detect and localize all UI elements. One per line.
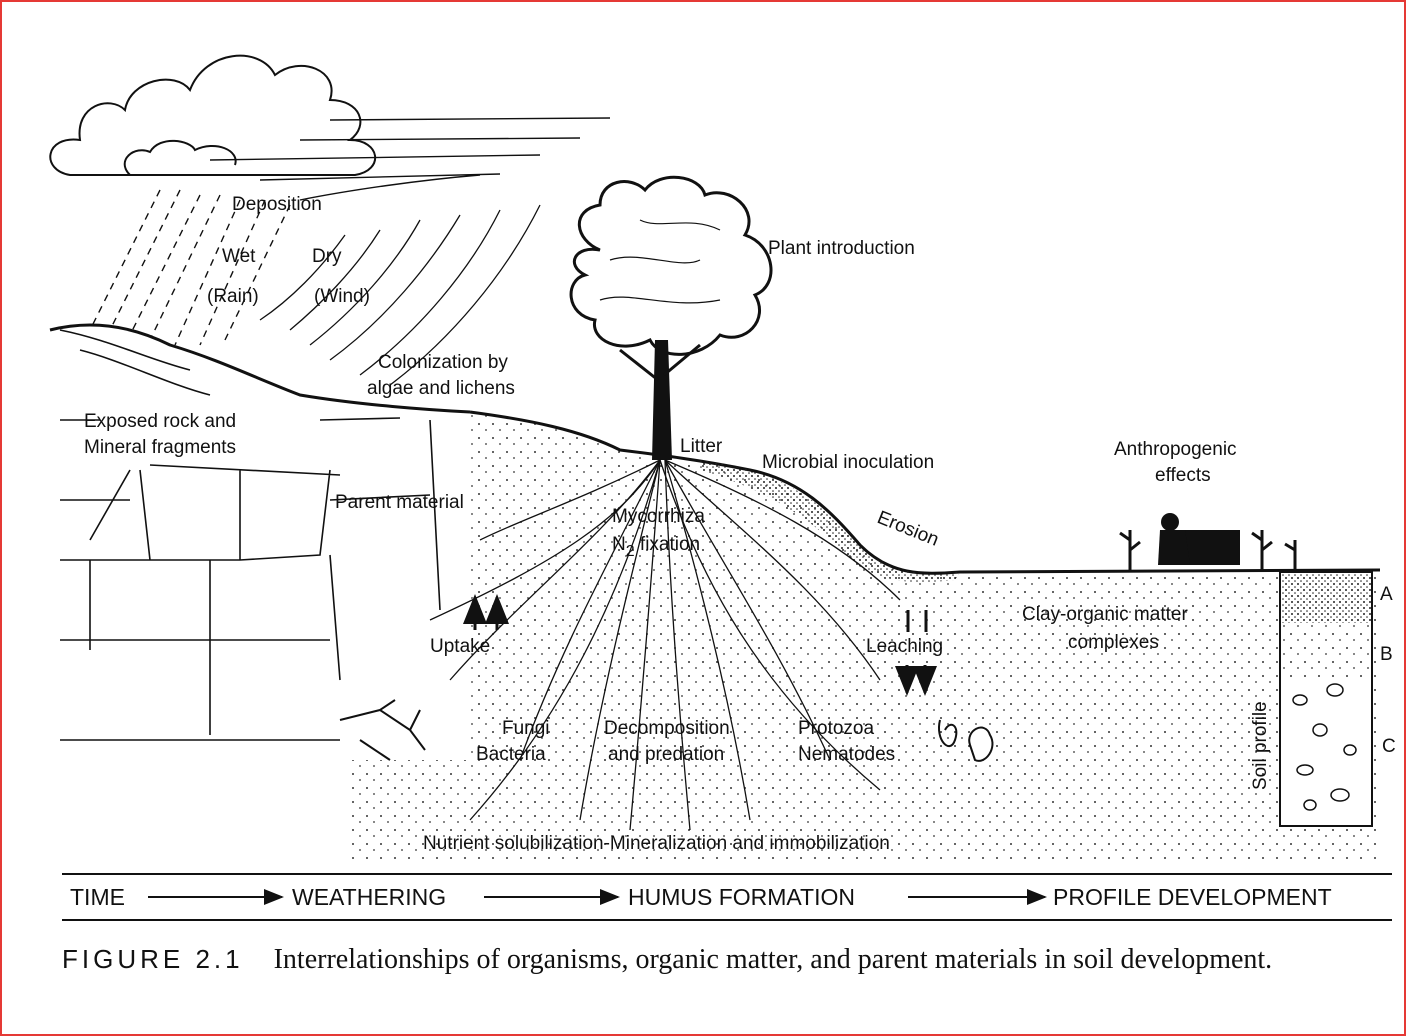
label-nematodes: Nematodes (798, 744, 895, 765)
label-litter: Litter (680, 436, 723, 457)
timeline-time: TIME (70, 884, 125, 910)
label-uptake: Uptake (430, 636, 490, 657)
tractor-icon (1158, 513, 1240, 565)
label-horizon-a: A (1380, 584, 1393, 605)
label-wind: (Wind) (314, 286, 370, 307)
label-clay-organic-1: Clay-organic matter (1022, 604, 1188, 625)
timeline-profile-development: PROFILE DEVELOPMENT (1053, 884, 1332, 910)
label-decomposition-1: Decomposition (604, 718, 730, 739)
caption-text: Interrelationships of organisms, organic… (274, 944, 1273, 975)
figure-caption: FIGURE 2.1 Interrelationships of organism… (62, 940, 1382, 983)
cloud-icon (50, 56, 375, 175)
label-exposed-rock-1: Exposed rock and (84, 411, 236, 432)
protozoa-icon (969, 728, 992, 761)
label-decomposition-2: and predation (608, 744, 724, 765)
label-horizon-b: B (1380, 644, 1393, 665)
label-dry: Dry (312, 246, 342, 267)
label-anthropogenic-1: Anthropogenic (1114, 439, 1237, 460)
soil-body (350, 412, 1380, 860)
soil-profile-column (1280, 572, 1372, 826)
label-bacteria: Bacteria (476, 744, 546, 765)
label-colonization-2: algae and lichens (367, 378, 515, 399)
timeline-weathering: WEATHERING (292, 884, 446, 910)
label-leaching: Leaching (866, 636, 943, 657)
label-rain: (Rain) (207, 286, 259, 307)
label-horizon-c: C (1382, 736, 1396, 757)
label-mycorrhiza: Mycorrhiza (612, 506, 705, 527)
label-exposed-rock-2: Mineral fragments (84, 437, 236, 458)
label-colonization-1: Colonization by (378, 352, 508, 373)
label-microbial-inoculation: Microbial inoculation (762, 452, 934, 473)
label-soil-profile: Soil profile (1250, 701, 1271, 790)
label-nutrient: Nutrient solubilization-Mineralization a… (423, 833, 890, 854)
label-fungi: Fungi (502, 718, 550, 739)
label-parent-material: Parent material (335, 492, 464, 513)
label-plant-introduction: Plant introduction (768, 238, 915, 259)
timeline-humus-formation: HUMUS FORMATION (628, 884, 855, 910)
label-wet: Wet (222, 246, 256, 267)
label-deposition: Deposition (232, 194, 322, 215)
figure-number: FIGURE 2.1 (62, 944, 244, 974)
label-erosion: Erosion (874, 507, 942, 551)
label-protozoa: Protozoa (798, 718, 874, 739)
label-anthropogenic-2: effects (1155, 465, 1211, 486)
tree-icon (571, 177, 771, 460)
label-clay-organic-2: complexes (1068, 632, 1159, 653)
